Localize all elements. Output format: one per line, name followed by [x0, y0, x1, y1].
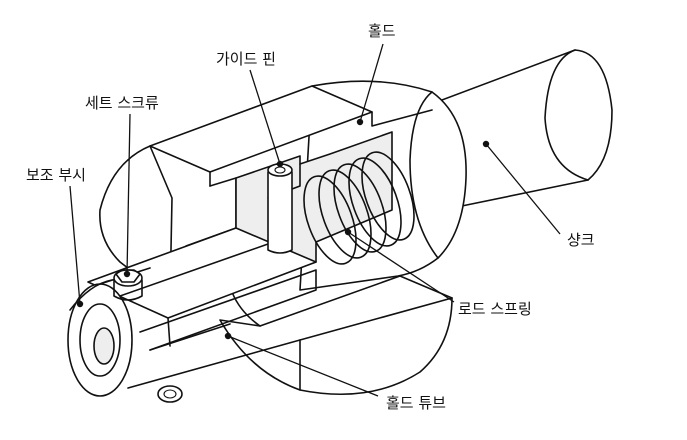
leader-hold [359, 43, 384, 123]
label-rod-spring: 로드 스프링 [458, 300, 532, 318]
leader-hold-tube [227, 335, 379, 397]
dot-rod-spring [344, 228, 352, 236]
hold-tube [87, 227, 317, 389]
leader-set-screw [126, 113, 131, 275]
dot-aux-bush [76, 300, 84, 308]
dot-hold-tube [224, 332, 232, 340]
rod-spring [303, 151, 415, 265]
dot-shank [482, 140, 490, 148]
leaders [69, 43, 561, 397]
label-set-screw: 세트 스크류 [85, 94, 159, 112]
bottom-screw-hole [157, 385, 183, 403]
dot-set-screw [123, 270, 131, 278]
leader-guide-pin [249, 69, 281, 165]
label-hold-tube: 홀드 튜브 [386, 394, 446, 412]
dot-guide-pin [276, 160, 284, 168]
label-shank: 샹크 [567, 231, 595, 249]
leader-shank [485, 143, 561, 235]
set-screw [113, 269, 143, 301]
dot-hold [356, 118, 364, 126]
leader-rod-spring [347, 231, 455, 303]
label-hold: 홀드 [368, 22, 396, 40]
leader-aux-bush [69, 185, 81, 305]
label-guide-pin: 가이드 핀 [216, 50, 276, 68]
label-aux-bush: 보조 부시 [26, 166, 86, 184]
guide-pin [267, 163, 293, 254]
